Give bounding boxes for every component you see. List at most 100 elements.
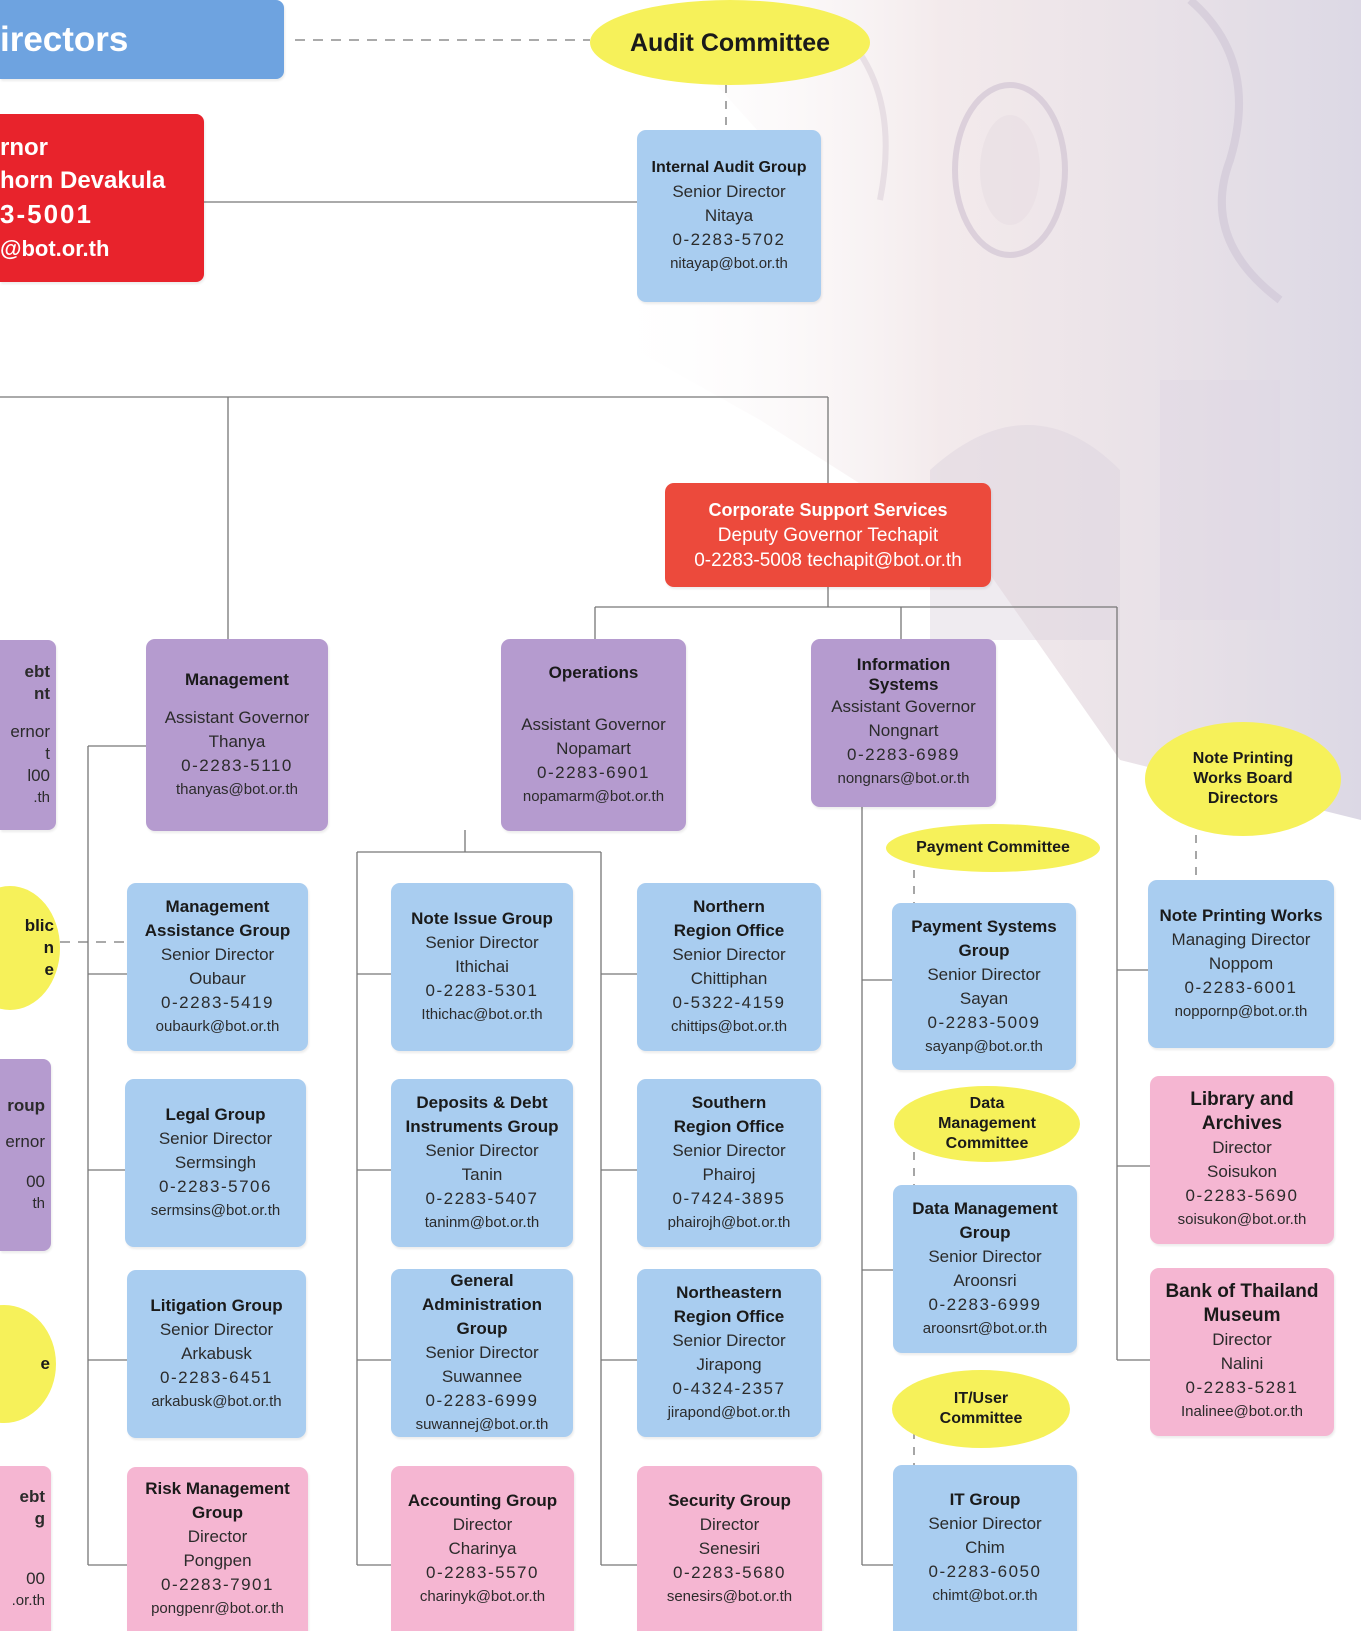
group-title-2: Region Office [673, 1117, 785, 1136]
accounting-group: Accounting Group Director Charinya 0-228… [391, 1466, 574, 1631]
operations-email: nopamarm@bot.or.th [522, 788, 665, 805]
internal-audit-title: Internal Audit Group [651, 159, 807, 176]
group-title-1: Legal Group [165, 1105, 266, 1124]
npw-board-l2: Works Board [1193, 770, 1293, 787]
group-title-1: Bank of Thailand [1165, 1281, 1319, 1302]
group-phone: 0-2283-5680 [673, 1562, 786, 1582]
management-assistance-group: Management Assistance Group Senior Direc… [127, 883, 308, 1051]
group-email: sayanp@bot.or.th [925, 1037, 1043, 1055]
operations-title: Operations [548, 663, 639, 682]
group-phone: 0-4324-2357 [672, 1379, 786, 1398]
group-phone: 0-2283-5570 [426, 1562, 539, 1582]
management-box: Management Assistant Governor Thanya 0-2… [146, 639, 328, 831]
edge-y1-l1: blic [24, 916, 54, 935]
group-title-1: Note Printing Works [1159, 906, 1323, 925]
group-title-1: General [450, 1271, 514, 1290]
group-role: Director [452, 1514, 513, 1534]
group-email: suwannej@bot.or.th [415, 1416, 549, 1433]
management-phone: 0-2283-5110 [181, 756, 293, 775]
group-name: Ithichai [455, 957, 509, 976]
northeastern-region-office: Northeastern Region Office Senior Direct… [637, 1269, 821, 1437]
internal-audit-name: Nitaya [704, 206, 754, 225]
management-title: Management [185, 670, 289, 689]
group-role: Senior Director [158, 1129, 273, 1148]
internal-audit-phone: 0-2283-5702 [672, 230, 786, 249]
group-phone: 0-2283-5706 [159, 1177, 272, 1196]
group-email: arkabusk@bot.or.th [151, 1393, 282, 1410]
edge-p2-l4: th [32, 1195, 45, 1212]
edge-k1-l3: 00 [26, 1568, 45, 1588]
group-email: senesirs@bot.or.th [666, 1587, 793, 1605]
group-name: Suwannee [441, 1367, 523, 1386]
group-role: Senior Director [672, 1331, 786, 1350]
group-phone: 0-2283-6050 [928, 1562, 1042, 1581]
edge-p1-l6: .th [33, 789, 50, 806]
internal-audit-role: Senior Director [672, 182, 786, 201]
edge-p1-l1: ebt [24, 662, 51, 681]
info-systems-email: nongnars@bot.or.th [837, 770, 970, 787]
dmc-l2: Management [938, 1115, 1036, 1132]
governor-box: rnor horn Devakula 3-5001 @bot.or.th [0, 114, 204, 282]
risk-management-group: Risk Management Group Director Pongpen 0… [127, 1467, 308, 1631]
edge-k1-l1: ebt [19, 1486, 46, 1506]
edge-p1-l5: l00 [27, 766, 50, 785]
group-title-1: IT Group [949, 1490, 1021, 1509]
group-name: Sayan [959, 988, 1009, 1008]
group-title-2: Region Office [673, 921, 785, 940]
group-phone: 0-2283-5419 [161, 993, 274, 1012]
group-title-2: Assistance Group [144, 921, 291, 940]
group-title-1: Management [165, 897, 270, 916]
group-name: Sermsingh [174, 1153, 257, 1172]
itc-l1: IT/User [953, 1390, 1009, 1407]
general-administration-group: General Administration Group Senior Dire… [391, 1269, 573, 1437]
edge-y2-l1: e [40, 1354, 50, 1373]
group-role: Director [187, 1527, 248, 1546]
group-phone: 0-5322-4159 [672, 993, 786, 1012]
group-phone: 0-2283-5009 [927, 1012, 1041, 1032]
group-email: Inalinee@bot.or.th [1181, 1403, 1303, 1420]
legal-group: Legal Group Senior Director Sermsingh 0-… [125, 1079, 306, 1247]
management-name: Thanya [208, 732, 266, 751]
group-title-2: Administration Group [422, 1295, 542, 1338]
group-phone: 0-2283-6001 [1184, 978, 1298, 997]
dmc-l1: Data [969, 1095, 1005, 1112]
group-role: Senior Director [160, 945, 275, 964]
deposits-debt-instruments-group: Deposits & Debt Instruments Group Senior… [391, 1079, 573, 1247]
governor-title: rnor [0, 134, 48, 161]
library-and-archives: Library and Archives Director Soisukon 0… [1150, 1076, 1334, 1244]
dmc-l3: Committee [945, 1135, 1029, 1152]
internal-audit-group: Internal Audit Group Senior Director Nit… [637, 130, 821, 302]
group-title-1: Northeastern [676, 1283, 782, 1302]
it-user-committee: IT/User Committee [892, 1370, 1070, 1448]
note-issue-group: Note Issue Group Senior Director Ithicha… [391, 883, 573, 1051]
management-email: thanyas@bot.or.th [176, 781, 298, 798]
operations-phone: 0-2283-6901 [537, 763, 650, 782]
group-title-1: Data Management [912, 1199, 1058, 1218]
southern-region-office: Southern Region Office Senior Director P… [637, 1079, 821, 1247]
note-printing-works: Note Printing Works Managing Director No… [1148, 880, 1334, 1048]
group-email: charinyk@bot.or.th [419, 1587, 546, 1605]
group-role: Director [1212, 1138, 1272, 1157]
group-title-1: Accounting Group [407, 1490, 558, 1510]
payment-systems-group: Payment Systems Group Senior Director Sa… [892, 903, 1076, 1070]
group-email: chittips@bot.or.th [670, 1018, 788, 1035]
corporate-support-services: Corporate Support Services Deputy Govern… [665, 483, 991, 587]
group-role: Senior Director [672, 1141, 786, 1160]
group-name: Soisukon [1207, 1162, 1277, 1181]
audit-committee: Audit Committee [590, 0, 870, 85]
info-systems-name: Nongnart [868, 721, 939, 740]
edge-p2-l3: 00 [26, 1172, 45, 1191]
edge-y1-l3: e [44, 960, 54, 979]
group-name: Senesiri [698, 1538, 761, 1558]
info-systems-role: Assistant Governor [831, 697, 976, 716]
group-title-2: Region Office [673, 1307, 785, 1326]
edge-purple-box-1: ebt nt ernor t l00 .th [0, 640, 56, 830]
itc-l2: Committee [939, 1410, 1023, 1427]
governor-phone: 3-5001 [0, 199, 93, 229]
corporate-title: Corporate Support Services [708, 499, 948, 520]
edge-p2-l1: roup [7, 1096, 45, 1115]
northern-region-office: Northern Region Office Senior Director C… [637, 883, 821, 1051]
payment-committee: Payment Committee [886, 824, 1100, 872]
group-role: Senior Director [927, 964, 1041, 984]
group-title-2: Group [958, 940, 1010, 960]
